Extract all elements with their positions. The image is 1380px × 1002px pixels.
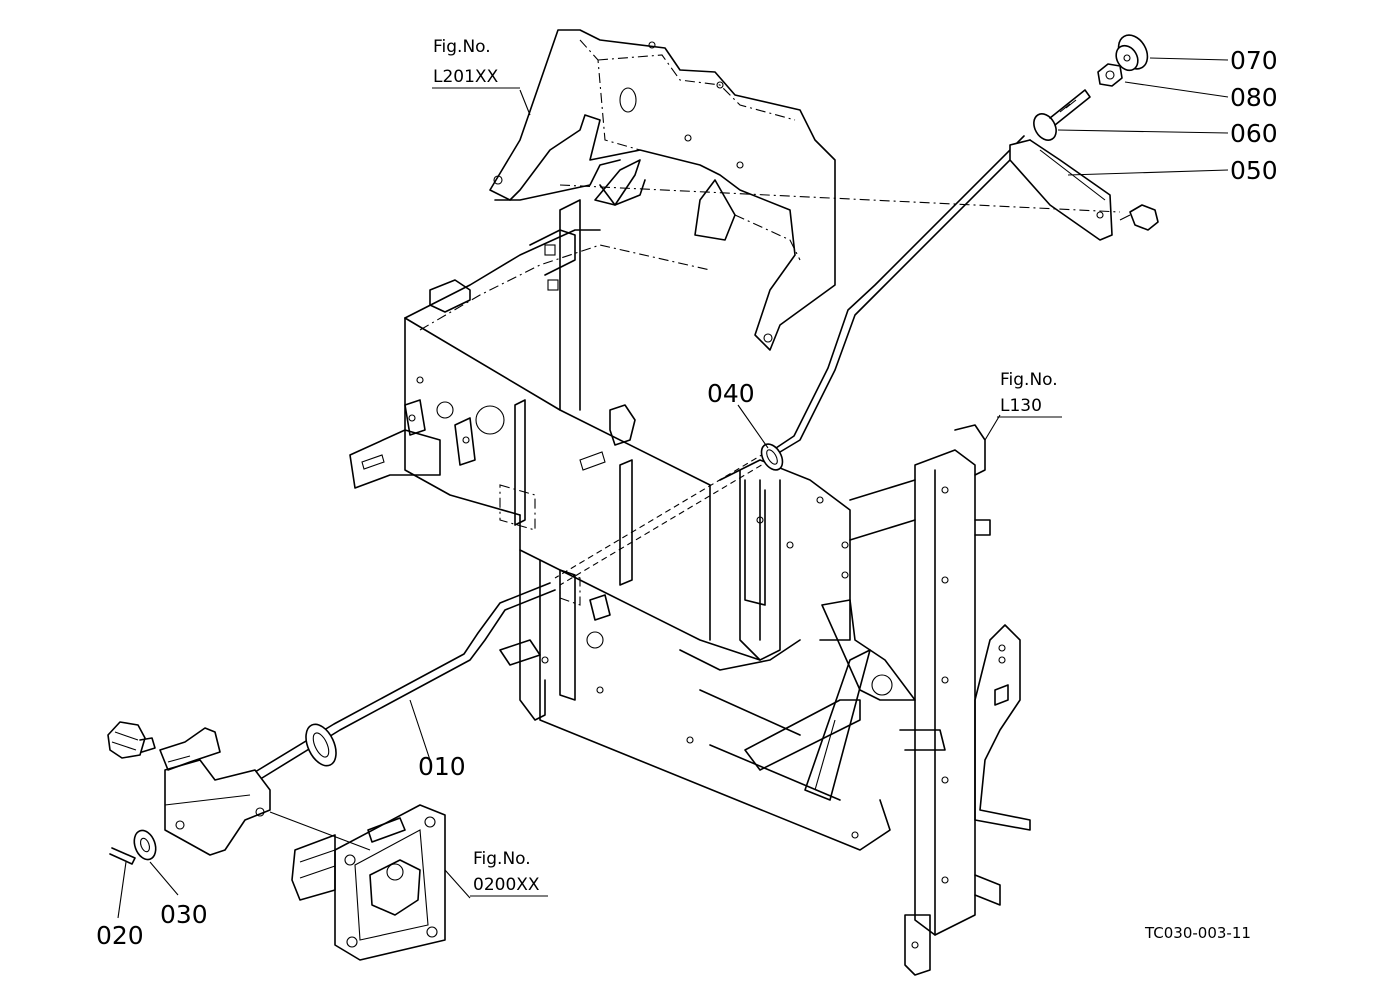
screw-small (1119, 204, 1159, 231)
part-label-070: 070 (1230, 46, 1278, 75)
washer-030 (133, 829, 157, 861)
part-label-020: 020 (96, 921, 144, 950)
nut-080 (1097, 63, 1123, 87)
rod-010 (254, 135, 1031, 779)
fig-ref-title: Fig.No. (1000, 370, 1058, 390)
fig-ref-title: Fig.No. (473, 849, 531, 869)
part-label-040: 040 (707, 379, 755, 408)
figure-references: Fig.No. L201XX Fig.No. L130 Fig.No. 0200… (433, 37, 1058, 895)
pin-020 (109, 847, 136, 865)
part-number-labels: 070 080 060 050 040 010 020 030 (96, 46, 1278, 950)
bracket-050 (1009, 139, 1113, 241)
grommet-040 (760, 443, 784, 471)
drawing-code: TC030-003-11 (1144, 924, 1251, 942)
pedal-base-0200XX (291, 804, 446, 961)
part-label-050: 050 (1230, 156, 1278, 185)
cap-070 (1115, 34, 1149, 72)
bolt-060 (1033, 89, 1091, 141)
fig-ref-title: Fig.No. (433, 37, 491, 57)
main-frame-assembly (349, 199, 1031, 976)
part-label-060: 060 (1230, 119, 1278, 148)
pedal-bracket (159, 727, 271, 856)
fig-ref-number: 0200XX (473, 875, 540, 895)
switch-plug (107, 721, 156, 759)
part-label-010: 010 (418, 752, 466, 781)
part-label-030: 030 (160, 900, 208, 929)
fig-ref-number: L130 (1000, 396, 1042, 416)
leader-lines (117, 57, 1229, 919)
part-label-080: 080 (1230, 83, 1278, 112)
fig-ref-number: L201XX (433, 67, 499, 87)
upper-panel-assembly (489, 29, 836, 351)
